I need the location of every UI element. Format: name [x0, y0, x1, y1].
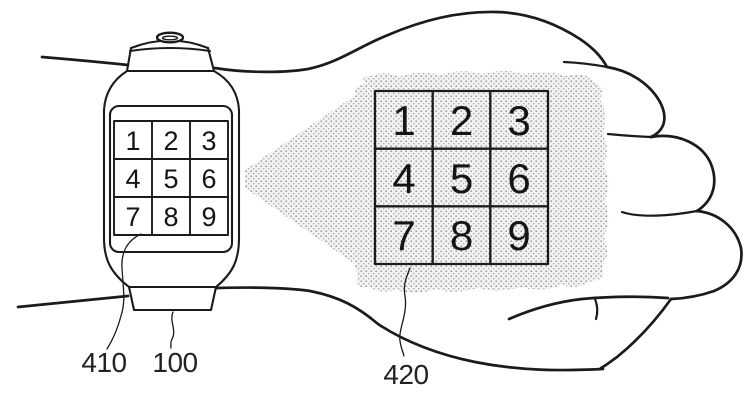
leader-line-420: [399, 267, 411, 357]
watch-keypad-border: [113, 120, 229, 236]
projected-key-2: 2: [450, 97, 473, 144]
reference-labels: 410 100 420: [81, 233, 429, 390]
fist-bottom-edge: [669, 289, 716, 301]
forearm-bottom-line: [16, 294, 130, 309]
watch-key-9: 9: [201, 202, 216, 232]
projected-key-9: 9: [507, 212, 530, 259]
thumb-crease: [593, 297, 599, 321]
watch-keypad: 1 2 3 4 5 6 7 8 9: [113, 120, 229, 236]
watch-key-7: 7: [125, 202, 140, 232]
watch-key-4: 4: [125, 164, 140, 194]
leader-line-100: [170, 311, 175, 349]
thumb-top-edge: [507, 295, 670, 321]
watch-key-5: 5: [163, 164, 178, 194]
projected-key-8: 8: [450, 212, 473, 259]
watch-key-3: 3: [201, 126, 216, 156]
band-top-left-side: [125, 46, 133, 73]
projection-beam: [245, 82, 375, 278]
hand-bottom-contour: [215, 286, 605, 372]
projected-key-4: 4: [392, 155, 415, 202]
watch-key-6: 6: [201, 164, 216, 194]
smartwatch: 1 2 3 4 5 6 7 8 9: [102, 31, 241, 312]
ref-label-410: 410: [81, 347, 126, 378]
ref-label-420: 420: [383, 359, 428, 390]
watch-band-top: [125, 31, 216, 73]
band-top-right-side: [206, 46, 216, 73]
projection-area: [350, 71, 609, 293]
hand-outline: [213, 10, 743, 372]
projected-key-1: 1: [392, 97, 415, 144]
watch-keypad-gridlines: [113, 120, 229, 236]
projector-lens: [155, 31, 185, 44]
projected-key-5: 5: [450, 155, 473, 202]
middle-knuckle: [649, 134, 716, 213]
projected-keypad-gridlines: [373, 89, 550, 266]
watch-band-bottom: [127, 285, 218, 312]
projector-lens-inner: [161, 35, 179, 41]
arm-outline: [16, 55, 130, 309]
watch-key-2: 2: [163, 126, 178, 156]
index-knuckle: [605, 65, 666, 139]
band-top-inner-line: [128, 46, 212, 53]
watch-screen: [108, 104, 234, 254]
ref-label-100: 100: [152, 347, 197, 378]
projected-keypad: 1 2 3 4 5 6 7 8 9: [373, 89, 550, 266]
projected-key-3: 3: [507, 97, 530, 144]
projected-keypad-border: [373, 89, 550, 266]
middle-knuckle-crease: [606, 132, 653, 139]
watch-key-1: 1: [125, 126, 140, 156]
hand-top-contour: [213, 10, 609, 74]
ring-knuckle-crease: [620, 209, 699, 217]
watch-key-8: 8: [163, 202, 178, 232]
ring-knuckle: [695, 209, 743, 293]
projected-key-7: 7: [392, 212, 415, 259]
thumb-outer-edge: [599, 297, 673, 370]
index-knuckle-crease: [562, 60, 609, 69]
leader-line-410: [106, 233, 142, 350]
forearm-top-line: [40, 55, 130, 67]
projected-key-6: 6: [507, 155, 530, 202]
